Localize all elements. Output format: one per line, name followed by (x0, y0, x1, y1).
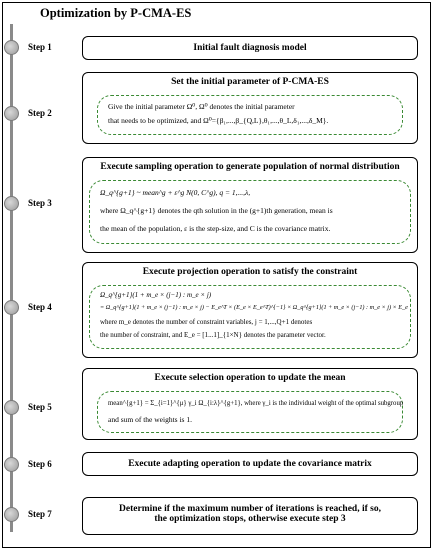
step-4-line-1: Ω_q^{g+1}(1 + m_e × (j−1) : m_e × j) (100, 291, 212, 299)
step-1-node (4, 40, 19, 55)
step-4-title: Execute projection operation to satisfy … (142, 267, 358, 277)
step-2-line-2: that needs to be optimized, and Ω⁰={β₁,.… (108, 116, 329, 125)
step-6-box: Execute adapting operation to update the… (82, 452, 418, 476)
step-7-title-line-1: Determine if the maximum number of itera… (119, 504, 381, 514)
step-4-formula-panel: Ω_q^{g+1}(1 + m_e × (j−1) : m_e × j) = Ω… (89, 285, 411, 349)
step-2-label: Step 2 (28, 108, 52, 118)
step-3-label: Step 3 (28, 198, 52, 208)
step-2-line-1: Give the initial parameter Ω⁰, Ω⁰ denote… (108, 102, 295, 111)
step-2-title: Set the initial parameter of P-CMA-ES (171, 77, 329, 87)
step-4-label: Step 4 (28, 302, 52, 312)
step-3-line-1: Ω_q^{g+1} ~ mean^g + ε^g N(0, C^g), q = … (100, 188, 251, 197)
step-7-node (4, 507, 19, 522)
step-5-label: Step 5 (28, 402, 52, 412)
step-5-line-1: mean^{g+1} = Σ_{i=1}^{μ} γ_i Ω_{i:λ}^{g+… (108, 400, 404, 407)
step-2-formula-panel: Give the initial parameter Ω⁰, Ω⁰ denote… (97, 95, 403, 135)
step-1-title: Initial fault diagnosis model (193, 43, 307, 53)
step-5-line-2: and sum of the weights is 1. (108, 415, 192, 424)
step-4-node (4, 300, 19, 315)
step-7-title-line-2: the optimization stops, otherwise execut… (154, 514, 346, 524)
step-4-box: Execute projection operation to satisfy … (82, 262, 418, 358)
step-7-box: Determine if the maximum number of itera… (82, 497, 418, 535)
step-4-line-3: where m_e denotes the number of constrai… (100, 318, 313, 326)
step-3-title: Execute sampling operation to generate p… (100, 162, 400, 172)
step-3-line-2: where Ω_q^{g+1} denotes the qth solution… (100, 206, 333, 215)
step-5-formula-panel: mean^{g+1} = Σ_{i=1}^{μ} γ_i Ω_{i:λ}^{g+… (97, 391, 403, 433)
step-1-label: Step 1 (28, 42, 52, 52)
timeline-rail (10, 24, 13, 532)
step-6-node (4, 457, 19, 472)
step-3-node (4, 196, 19, 211)
step-4-line-4: the number of constraint, and E_e = [1..… (100, 331, 326, 339)
step-4-line-2: = Ω_q^{g+1}(1 + m_e × (j−1) : m_e × j) −… (100, 304, 408, 311)
diagram-title: Optimization by P-CMA-ES (40, 6, 192, 20)
step-3-formula-panel: Ω_q^{g+1} ~ mean^g + ε^g N(0, C^g), q = … (89, 180, 411, 244)
step-5-title: Execute selection operation to update th… (154, 373, 346, 383)
step-7-label: Step 7 (28, 509, 52, 519)
step-3-line-3: the mean of the population, ε is the ste… (100, 224, 331, 233)
step-1-box: Initial fault diagnosis model (82, 36, 418, 60)
step-5-box: Execute selection operation to update th… (82, 368, 418, 440)
step-6-label: Step 6 (28, 459, 52, 469)
step-6-title: Execute adapting operation to update the… (128, 459, 372, 469)
step-2-box: Set the initial parameter of P-CMA-ES Gi… (82, 72, 418, 144)
step-2-node (4, 106, 19, 121)
step-3-box: Execute sampling operation to generate p… (82, 157, 418, 253)
step-5-node (4, 400, 19, 415)
